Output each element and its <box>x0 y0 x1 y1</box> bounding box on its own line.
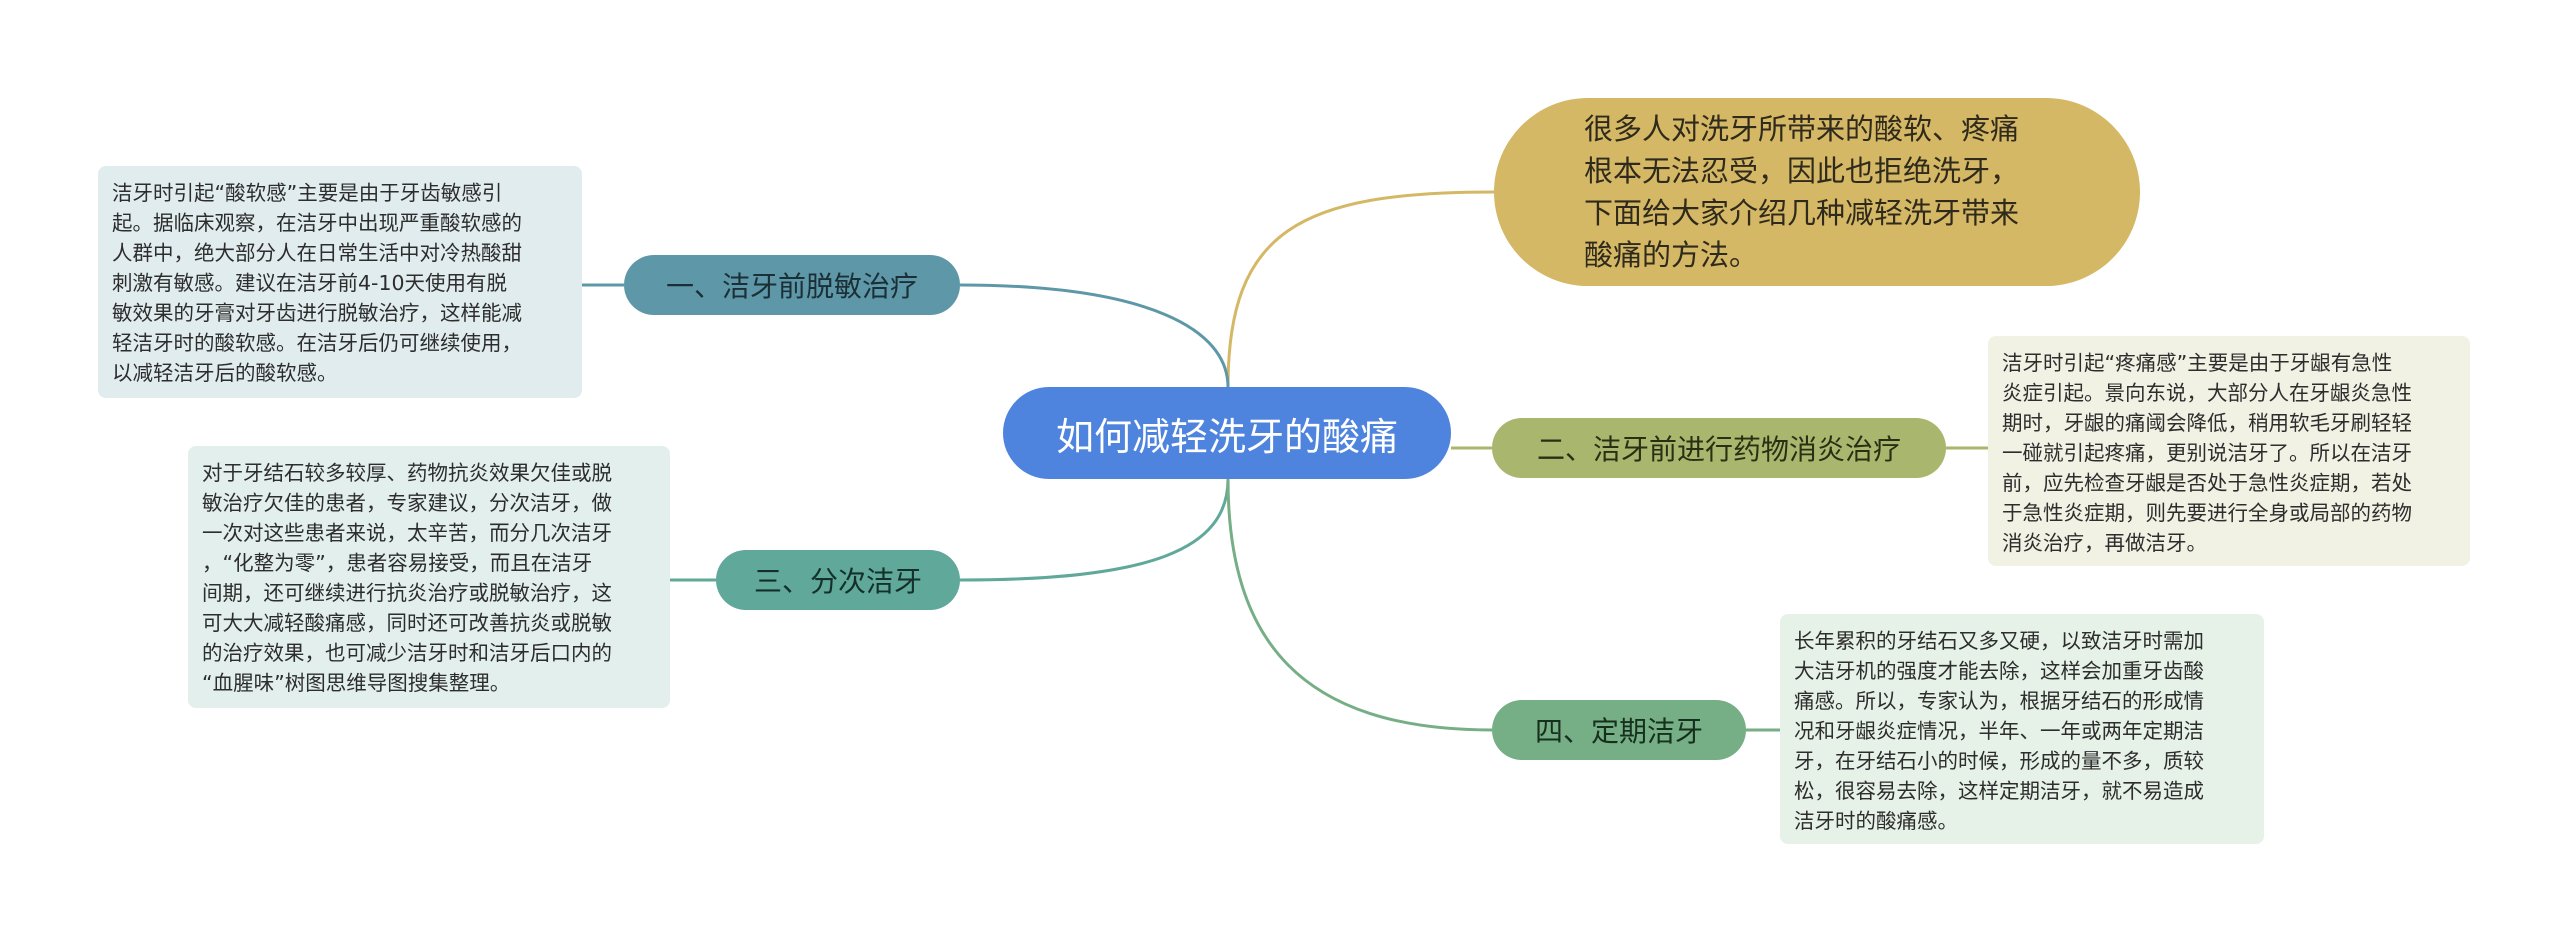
branch-label: 二、洁牙前进行药物消炎治疗 <box>1536 433 1901 466</box>
detail-anti-inflammatory[interactable]: 洁牙时引起“疼痛感”主要是由于牙龈有急性 炎症引起。景向东说，大部分人在牙龈炎急… <box>1988 336 2470 566</box>
detail-line: 消炎治疗，再做洁牙。 <box>2002 531 2207 555</box>
detail-line: 敏治疗欠佳的患者，专家建议，分次洁牙，做 <box>202 491 612 515</box>
branch-staged-cleaning[interactable]: 三、分次洁牙 <box>716 550 960 610</box>
detail-line: 洁牙时引起“疼痛感”主要是由于牙龈有急性 <box>2002 351 2393 375</box>
branch-label: 三、分次洁牙 <box>753 565 922 598</box>
detail-line: 起。据临床观察，在洁牙中出现严重酸软感的 <box>112 211 522 235</box>
detail-line: 对于牙结石较多较厚、药物抗炎效果欠佳或脱 <box>202 461 612 485</box>
detail-line: 松，很容易去除，这样定期洁牙，就不易造成 <box>1794 779 2204 803</box>
intro-line: 根本无法忍受，因此也拒绝洗牙， <box>1584 154 2020 188</box>
intro-line: 酸痛的方法。 <box>1584 238 1759 272</box>
link-center-branch1 <box>959 283 1230 388</box>
detail-line: 况和牙龈炎症情况，半年、一年或两年定期洁 <box>1794 719 2204 743</box>
detail-line: 洁牙时的酸痛感。 <box>1794 809 1958 833</box>
detail-line: 一次对这些患者来说，太辛苦，而分几次洁牙 <box>202 521 612 545</box>
branch-desensitization[interactable]: 一、洁牙前脱敏治疗 <box>624 255 960 315</box>
detail-line: 敏效果的牙膏对牙齿进行脱敏治疗，这样能减 <box>112 301 522 325</box>
detail-regular-cleaning[interactable]: 长年累积的牙结石又多又硬，以致洁牙时需加 大洁牙机的强度才能去除，这样会加重牙齿… <box>1780 614 2264 844</box>
link-center-branch4 <box>1226 478 1493 732</box>
branch-regular-cleaning[interactable]: 四、定期洁牙 <box>1492 700 1746 760</box>
branch-anti-inflammatory[interactable]: 二、洁牙前进行药物消炎治疗 <box>1492 418 1946 478</box>
intro-node[interactable]: 很多人对洗牙所带来的酸软、疼痛 根本无法忍受，因此也拒绝洗牙， 下面给大家介绍几… <box>1494 98 2140 286</box>
intro-line: 很多人对洗牙所带来的酸软、疼痛 <box>1584 112 2020 146</box>
detail-line: 牙，在牙结石小的时候，形成的量不多，质较 <box>1794 749 2204 773</box>
detail-line: “血腥味”树图思维导图搜集整理。 <box>202 671 511 695</box>
intro-text: 很多人对洗牙所带来的酸软、疼痛 根本无法忍受，因此也拒绝洗牙， 下面给大家介绍几… <box>1584 108 2054 276</box>
center-topic[interactable]: 如何减轻洗牙的酸痛 <box>1003 387 1451 479</box>
detail-line: 于急性炎症期，则先要进行全身或局部的药物 <box>2002 501 2412 525</box>
detail-line: 轻洁牙时的酸软感。在洁牙后仍可继续使用， <box>112 331 522 355</box>
link-center-branch3 <box>959 478 1230 582</box>
detail-line: 一碰就引起疼痛，更别说洁牙了。所以在洁牙 <box>2002 441 2412 465</box>
detail-line: 人群中，绝大部分人在日常生活中对冷热酸甜 <box>112 241 522 265</box>
branch-label: 一、洁牙前脱敏治疗 <box>665 270 918 303</box>
detail-line: 长年累积的牙结石又多又硬，以致洁牙时需加 <box>1794 629 2204 653</box>
detail-line: 前，应先检查牙龈是否处于急性炎症期，若处 <box>2002 471 2412 495</box>
detail-line: ，“化整为零”，患者容易接受，而且在洁牙 <box>202 551 593 575</box>
link-center-intro <box>1226 190 1495 388</box>
center-topic-label: 如何减轻洗牙的酸痛 <box>1055 414 1398 459</box>
detail-line: 期时，牙龈的痛阈会降低，稍用软毛牙刷轻轻 <box>2002 411 2412 435</box>
detail-line: 炎症引起。景向东说，大部分人在牙龈炎急性 <box>2002 381 2412 405</box>
detail-line: 可大大减轻酸痛感，同时还可改善抗炎或脱敏 <box>202 611 612 635</box>
detail-line: 以减轻洁牙后的酸软感。 <box>112 361 338 385</box>
detail-line: 洁牙时引起“酸软感”主要是由于牙齿敏感引 <box>112 181 503 205</box>
branch-label: 四、定期洁牙 <box>1534 715 1703 748</box>
detail-line: 刺激有敏感。建议在洁牙前4-10天使用有脱 <box>112 271 508 295</box>
detail-desensitization[interactable]: 洁牙时引起“酸软感”主要是由于牙齿敏感引 起。据临床观察，在洁牙中出现严重酸软感… <box>98 166 582 398</box>
detail-line: 的治疗效果，也可减少洁牙时和洁牙后口内的 <box>202 641 612 665</box>
detail-staged-cleaning[interactable]: 对于牙结石较多较厚、药物抗炎效果欠佳或脱 敏治疗欠佳的患者，专家建议，分次洁牙，… <box>188 446 670 708</box>
detail-line: 大洁牙机的强度才能去除，这样会加重牙齿酸 <box>1794 659 2204 683</box>
detail-line: 间期，还可继续进行抗炎治疗或脱敏治疗，这 <box>202 581 612 605</box>
intro-line: 下面给大家介绍几种减轻洗牙带来 <box>1584 196 2020 230</box>
detail-line: 痛感。所以，专家认为，根据牙结石的形成情 <box>1794 689 2204 713</box>
